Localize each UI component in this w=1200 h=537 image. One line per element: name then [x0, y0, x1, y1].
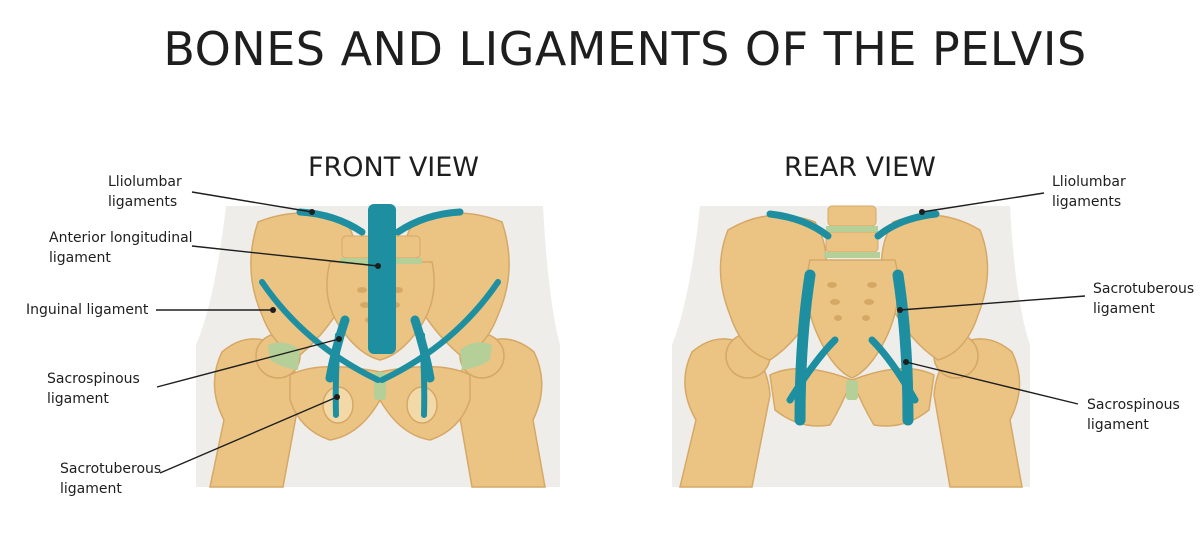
rear-sacrospinous-ligament-right	[868, 336, 919, 404]
label-front-sacrospinous: Sacrospinous ligament	[47, 371, 140, 407]
rear-sacral-foramina	[827, 282, 877, 321]
rear-ischial-rami	[769, 367, 935, 427]
label-rear-sacrospinous: Sacrospinous ligament	[1087, 397, 1180, 433]
front-inguinal-ligament-right	[379, 279, 501, 383]
rear-ligaments	[766, 210, 940, 426]
label-front-anterior-longitudinal: Anterior longitudinal ligament	[49, 230, 193, 266]
leader-lines	[156, 191, 1086, 474]
rear-iliolumbar-ligament-right	[874, 210, 940, 240]
front-iliolumbar-ligament-left	[296, 208, 366, 236]
front-view-title: FRONT VIEW	[308, 152, 480, 183]
front-iliac-wings	[250, 212, 510, 356]
label-rear-sacrotuberous: Sacrotuberous ligament	[1093, 281, 1195, 317]
front-inguinal-ligament-left	[259, 279, 381, 383]
rear-femurs	[679, 333, 1023, 488]
front-ligaments	[259, 204, 501, 418]
label-front-sacrotuberous: Sacrotuberous ligament	[60, 461, 162, 497]
rear-sacrotuberous-ligament-left	[794, 269, 816, 426]
label-front-iliolumbar: Lliolumbar ligaments	[108, 174, 182, 210]
rear-sacrotuberous-ligament-right	[892, 269, 914, 426]
rear-sacrospinous-ligament-left	[786, 336, 839, 404]
rear-iliolumbar-ligament-left	[766, 210, 832, 240]
rear-lumbar-vertebrae	[825, 205, 879, 253]
rear-view-title: REAR VIEW	[784, 152, 936, 183]
front-anterior-longitudinal-ligament	[368, 204, 396, 354]
front-sacrotuberous-ligament-left	[332, 332, 341, 418]
front-cartilage	[268, 342, 492, 400]
front-pelvis	[196, 204, 560, 488]
page-title: BONES AND LIGAMENTS OF THE PELVIS	[163, 22, 1087, 76]
leader-dots	[270, 209, 925, 400]
label-rear-iliolumbar: Lliolumbar ligaments	[1052, 174, 1126, 210]
rear-pelvis	[672, 205, 1030, 488]
label-front-inguinal: Inguinal ligament	[26, 302, 149, 318]
front-sacrotuberous-ligament-right	[419, 332, 428, 418]
front-iliolumbar-ligament-right	[394, 208, 464, 236]
